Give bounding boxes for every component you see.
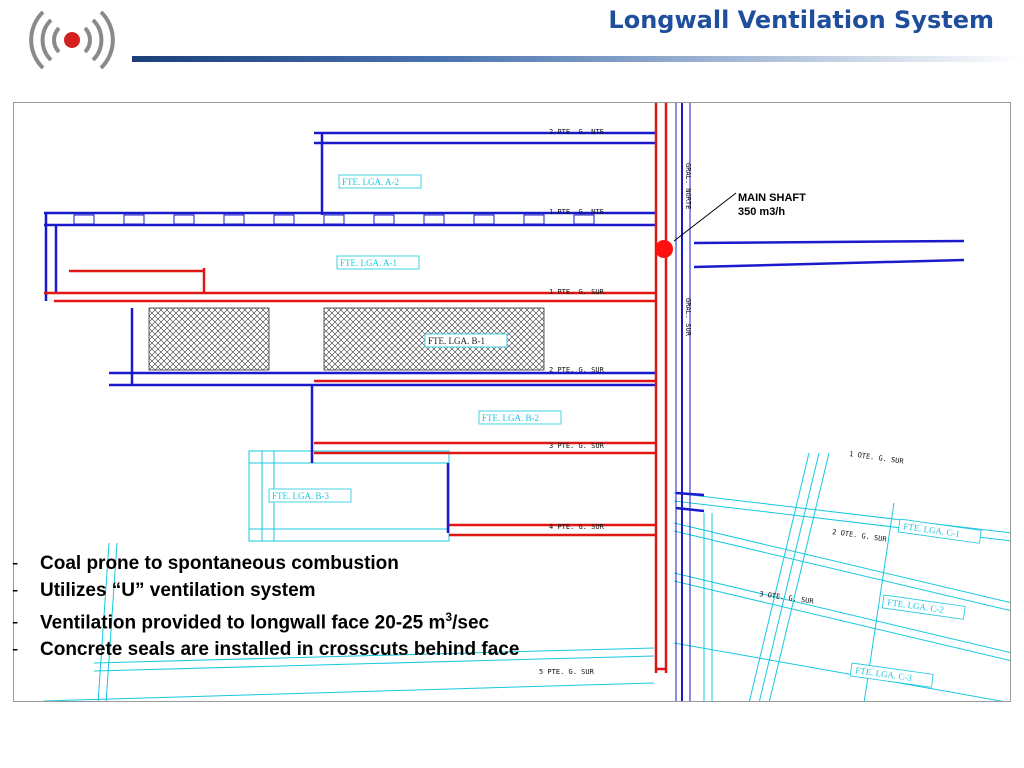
bullet-item: -Utilizes “U” ventilation system	[12, 580, 316, 601]
main-shaft-flow: 350 m3/h	[738, 206, 786, 218]
panel-label-a1: FTE. LGA. A-1	[340, 258, 397, 268]
bullet-item: -Concrete seals are installed in crosscu…	[12, 639, 520, 661]
panel-label-a2: FTE. LGA. A-2	[342, 177, 399, 187]
main-shaft-marker	[655, 240, 673, 258]
entry-label-1-ote-sur: 1 OTE. G. SUR	[849, 450, 905, 466]
main-shaft-label: MAIN SHAFT	[738, 192, 806, 204]
bullet-item: -Ventilation provided to longwall face 2…	[12, 610, 490, 634]
bullet-item: -Coal prone to spontaneous combustion	[12, 553, 399, 574]
mine-ventilation-map: 2 PTE. G. NTE. 1 PTE. G. NTE. 1 PTE. G. …	[13, 102, 1011, 702]
logo-red-dot	[64, 32, 80, 48]
entry-label-2-ote-sur: 2 OTE. G. SUR	[832, 528, 888, 544]
entry-label-4-pte-sur: 4 PTE. G. SUR	[549, 523, 605, 531]
main-shaft-leader	[673, 192, 737, 242]
return-airways	[44, 103, 668, 673]
intake-airways	[44, 103, 965, 701]
entry-label-2-pte-sur: 2 PTE. G. SUR	[549, 366, 605, 374]
bullet-list: -Coal prone to spontaneous combustion -U…	[12, 550, 519, 663]
panel-label-b3: FTE. LGA. B-3	[272, 491, 329, 501]
panel-label-b2: FTE. LGA. B-2	[482, 413, 539, 423]
main-shaft-callout: MAIN SHAFT 350 m3/h	[738, 191, 806, 219]
header-divider	[132, 56, 1024, 62]
page-title: Longwall Ventilation System	[608, 6, 994, 34]
entry-label-1-pte-nte: 1 PTE. G. NTE.	[549, 208, 608, 216]
entry-label-gral-sur: GRAL. SUR	[684, 298, 692, 337]
panel-label-b1: FTE. LGA. B-1	[428, 336, 485, 346]
entry-label-1-pte-sur: 1 PTE. G. SUR	[549, 288, 605, 296]
entry-label-3-pte-sur: 3 PTE. G. SUR	[549, 442, 605, 450]
entry-label-2-pte-nte: 2 PTE. G. NTE.	[549, 128, 608, 136]
entry-label-5-pte-sur: 5 PTE. G. SUR	[539, 668, 595, 676]
entry-label-gral-norte: GRAL. NORTE	[684, 163, 692, 209]
company-logo	[22, 4, 122, 76]
